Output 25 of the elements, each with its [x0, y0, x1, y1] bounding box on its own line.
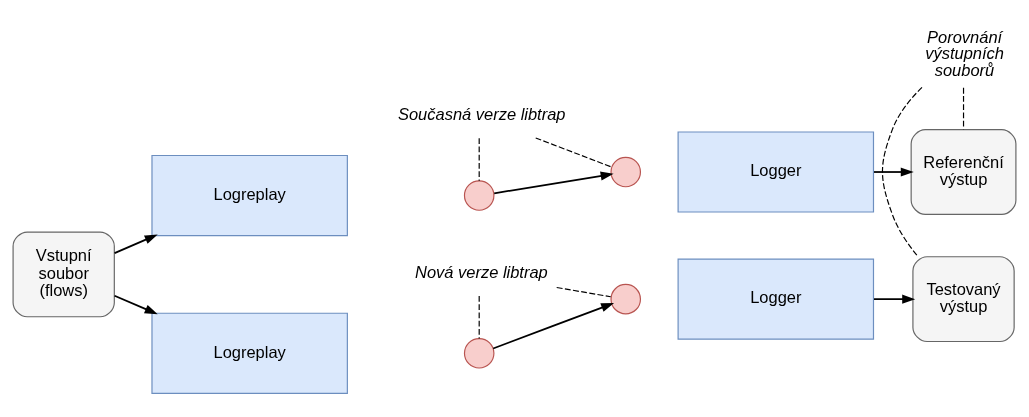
arrow [113, 294, 158, 315]
node-text: Porovnání výstupních souborů [925, 27, 1005, 79]
node-box: Logreplay [151, 312, 348, 394]
arrow [873, 167, 914, 177]
arrow [492, 303, 615, 350]
connector [881, 86, 923, 258]
node-box: Logger [677, 131, 875, 213]
node-box: Testovaný výstup [912, 256, 1015, 343]
node-box: Referenční výstup [910, 129, 1017, 215]
connector [478, 137, 480, 182]
connector [535, 137, 613, 168]
node-circle [610, 156, 642, 188]
node-circle [463, 337, 495, 369]
connector [962, 87, 965, 130]
arrow [873, 294, 916, 304]
connector [556, 286, 612, 298]
node-box: Vstupní soubor (flows) [12, 231, 115, 318]
node-box: Logreplay [151, 154, 348, 237]
arrow [493, 171, 614, 195]
node-text: Nová verze libtrap [415, 262, 548, 281]
node-box: Logger [677, 258, 875, 340]
node-circle [463, 180, 495, 211]
node-circle [610, 283, 642, 315]
arrow [113, 234, 158, 254]
node-text: Současná verze libtrap [397, 104, 566, 123]
